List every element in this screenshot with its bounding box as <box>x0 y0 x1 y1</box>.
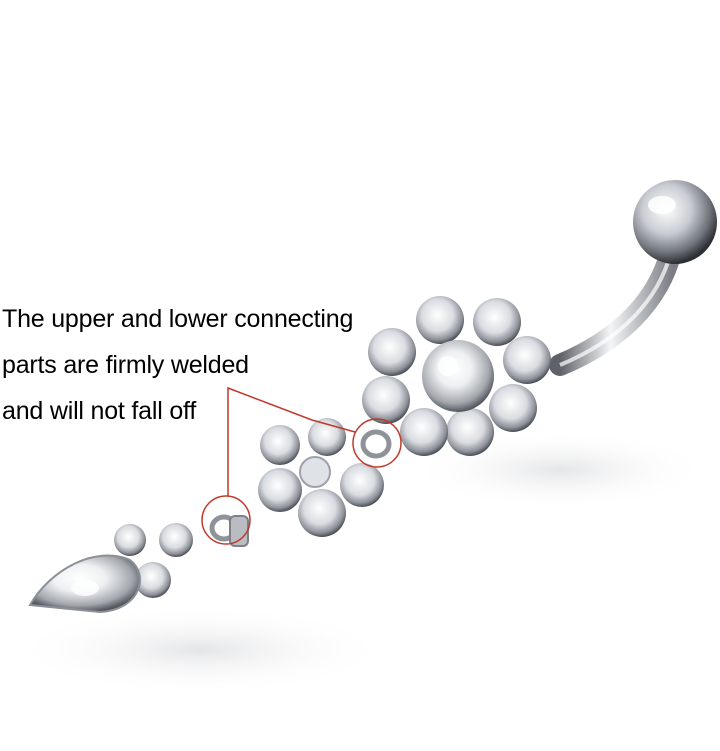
annotation-line-3: and will not fall off <box>2 397 197 425</box>
callout-leader-line <box>227 386 356 496</box>
annotation-line-1: The upper and lower connecting <box>2 305 354 333</box>
lower-pendant <box>28 523 193 614</box>
upper-flower <box>362 296 551 456</box>
callout <box>201 386 402 545</box>
top-ball <box>633 180 717 264</box>
drop-shadow <box>10 605 390 695</box>
annotation-line-2: parts are firmly welded <box>2 351 249 379</box>
center-stone <box>422 340 494 412</box>
connector-links <box>209 429 392 547</box>
ball-highlight <box>648 196 676 214</box>
barbell-highlight <box>559 247 674 367</box>
barbell-bar <box>549 237 683 376</box>
callout-circle-lower <box>201 495 251 545</box>
annotation-text: The upper and lower connecting parts are… <box>2 296 353 434</box>
middle-cluster <box>258 418 384 537</box>
callout-circle-upper <box>352 418 402 468</box>
